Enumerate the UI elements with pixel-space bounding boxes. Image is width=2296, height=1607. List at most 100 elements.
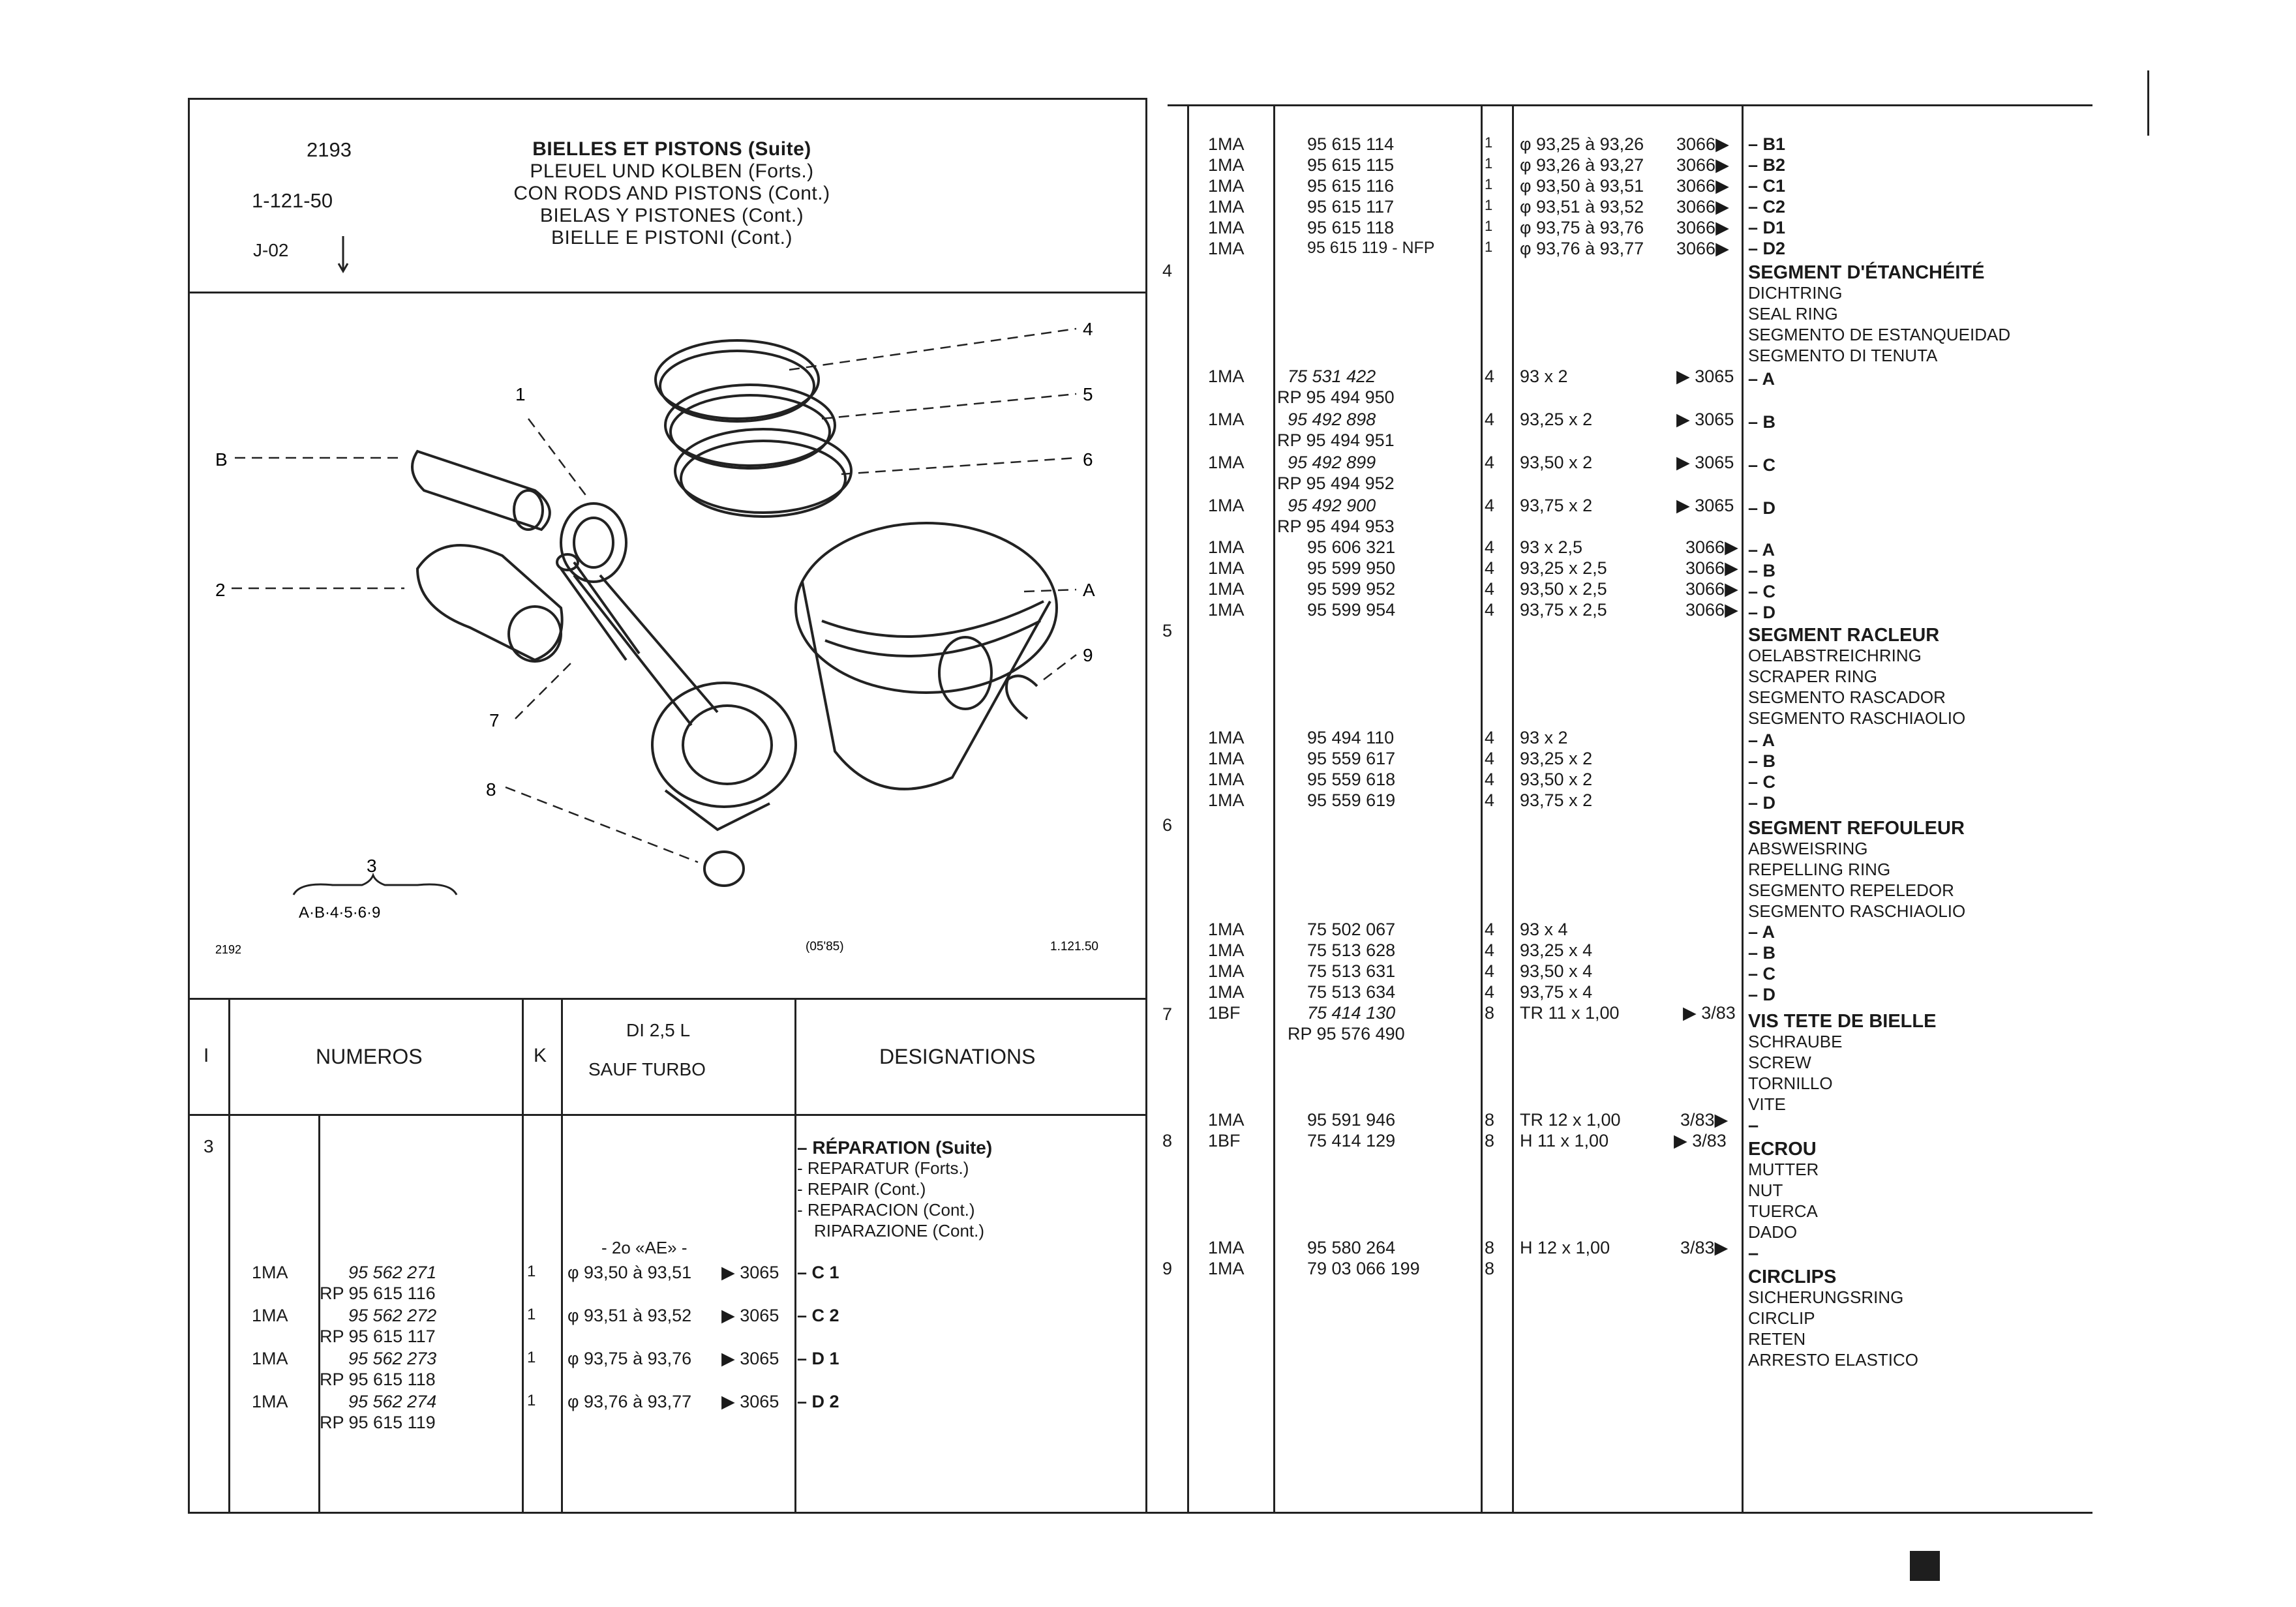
table-row-code: 1MA (1208, 770, 1245, 789)
callout-4: 4 (1083, 319, 1093, 339)
sub-header-2o: - 2o «AE» - (601, 1238, 687, 1257)
table-row-code: 1MA (1208, 410, 1245, 429)
right-col-line-2 (1273, 104, 1275, 1513)
table-row-ref: 3066▶ (1685, 579, 1738, 599)
table-row-part: 75 513 634 (1307, 982, 1396, 1002)
table-row-ref: 3/83▶ (1680, 1110, 1729, 1130)
left-right-border (1145, 98, 1147, 1513)
col-line-k-right (561, 998, 563, 1513)
table-row-qty: 4 (1485, 579, 1495, 599)
rod-nut (703, 850, 745, 887)
table-row-qty: 4 (1485, 961, 1495, 981)
table-row-part: 95 599 950 (1307, 558, 1396, 578)
table-row-spec: 93,75 x 4 (1520, 982, 1593, 1002)
circlip-title-es: RETEN (1748, 1329, 1806, 1349)
table-row-code: 1MA (1208, 749, 1245, 768)
bearing-shell (415, 544, 564, 662)
table-row-qty: 4 (1485, 410, 1495, 429)
table-row-code: 1BF (1208, 1131, 1241, 1150)
nut-title-en: NUT (1748, 1180, 1783, 1200)
table-row-qty: 4 (1485, 600, 1495, 620)
table-row-qty: 4 (1485, 558, 1495, 578)
table-row-desig: – B (1748, 943, 1776, 963)
callout-1: 1 (515, 384, 526, 404)
table-row-desig: – D 1 (797, 1349, 839, 1368)
table-row-qty: 8 (1485, 1110, 1495, 1130)
table-row-spec: 93,50 x 2,5 (1520, 579, 1607, 599)
table-row-part: 95 559 618 (1307, 770, 1396, 789)
repair-title-fr: – RÉPARATION (Suite) (797, 1137, 993, 1158)
table-row-desig: – B (1748, 412, 1776, 432)
nut-title-it: DADO (1748, 1222, 1798, 1242)
table-row-code: 1MA (1208, 1238, 1245, 1257)
scraper-title-en: SCRAPER RING (1748, 667, 1877, 686)
table-row-ref: 3066▶ (1685, 537, 1738, 557)
table-row-ref: ▶ 3065 (1676, 367, 1734, 386)
repair-title-es: - REPARACION (Cont.) (797, 1200, 975, 1220)
callout-8: 8 (486, 779, 496, 800)
callout-3: 3 (367, 856, 377, 876)
scraper-title-it: SEGMENTO RASCHIAOLIO (1748, 708, 1966, 728)
seal-title-es: SEGMENTO DE ESTANQUEIDAD (1748, 325, 2011, 344)
table-row-part: 95 615 117 (1307, 197, 1395, 217)
table-row-code: 1MA (1208, 453, 1245, 472)
table-row-qty: 8 (1485, 1259, 1495, 1278)
table-row-code: 1MA (1208, 1259, 1245, 1278)
table-row-part: 95 615 114 (1307, 134, 1395, 154)
table-row-spec: φ 93,51 à 93,52 (1520, 197, 1644, 217)
col-header-designations: DESIGNATIONS (879, 1045, 1036, 1068)
screw-title-de: SCHRAUBE (1748, 1032, 1843, 1051)
repel-title-en: REPELLING RING (1748, 860, 1891, 879)
table-row-desig: – D1 (1748, 218, 1786, 237)
table-row-part: 95 562 274 (348, 1392, 437, 1411)
table-row-part: 75 414 129 (1307, 1131, 1396, 1150)
table-row-qty: 4 (1485, 770, 1495, 789)
circlip-title-de: SICHERUNGSRING (1748, 1287, 1904, 1307)
table-row-part: 95 492 898 (1288, 410, 1376, 429)
piston-pin (411, 449, 551, 532)
header-ref-number: 2193 (307, 138, 352, 161)
diagram-ref-code: 2192 (215, 943, 241, 956)
table-row-code: 1MA (1208, 790, 1245, 810)
table-row-qty: 1 (1485, 197, 1493, 213)
right-top-border (1168, 104, 2092, 106)
table-row-code: 1MA (1208, 961, 1245, 981)
table-row-spec: TR 12 x 1,00 (1520, 1110, 1621, 1130)
screw-title-es: TORNILLO (1748, 1074, 1833, 1093)
table-row-part: 75 513 628 (1307, 940, 1396, 960)
table-row-spec: φ 93,26 à 93,27 (1520, 155, 1644, 175)
table-row-ref: 3066▶ (1676, 134, 1729, 154)
table-row-spec: 93,25 x 4 (1520, 940, 1593, 960)
table-row-spec: φ 93,76 à 93,77 (1520, 239, 1644, 258)
table-row-spec: H 12 x 1,00 (1520, 1238, 1610, 1257)
circlip-title-it: ARRESTO ELASTICO (1748, 1350, 1919, 1370)
table-row-spec: 93,75 x 2 (1520, 496, 1593, 515)
table-row-rp: RP 95 494 951 (1277, 430, 1395, 450)
arrow-down-icon (337, 236, 349, 273)
seal-title-en: SEAL RING (1748, 304, 1838, 323)
repel-title-es: SEGMENTO REPELEDOR (1748, 880, 1954, 900)
col-line-numeros (318, 1114, 320, 1513)
table-row-spec: 93 x 4 (1520, 920, 1568, 939)
table-row-code: 1MA (1208, 600, 1245, 620)
big-end (651, 682, 797, 808)
header-title-it: BIELLE E PISTONI (Cont.) (551, 227, 793, 248)
table-row-part: 95 562 273 (348, 1349, 437, 1368)
header-ref-code: 1-121-50 (252, 189, 333, 212)
right-col-line-3 (1481, 104, 1483, 1513)
table-row-code: 1MA (252, 1306, 288, 1325)
item-number-8: 8 (1162, 1131, 1173, 1150)
exploded-diagram: 4 5 6 A 9 1 B 2 7 8 3 A·B·4·5·6·9 2192 (… (215, 319, 1098, 956)
table-row-part: 95 562 271 (348, 1263, 437, 1282)
table-row-part: 95 559 617 (1307, 749, 1396, 768)
table-row-qty: 1 (527, 1306, 536, 1323)
table-row-desig: – C (1748, 772, 1776, 792)
table-row-qty: 1 (527, 1349, 536, 1366)
table-row-rp: RP 95 615 117 (320, 1327, 436, 1346)
repair-title-it: RIPARAZIONE (Cont.) (814, 1221, 985, 1240)
table-row-qty: 1 (1485, 218, 1493, 234)
header-title-en: CON RODS AND PISTONS (Cont.) (513, 183, 830, 204)
table-row-part: 95 492 900 (1288, 496, 1376, 515)
table-row-ref: 3066▶ (1685, 600, 1738, 620)
table-row-qty: 4 (1485, 453, 1495, 472)
